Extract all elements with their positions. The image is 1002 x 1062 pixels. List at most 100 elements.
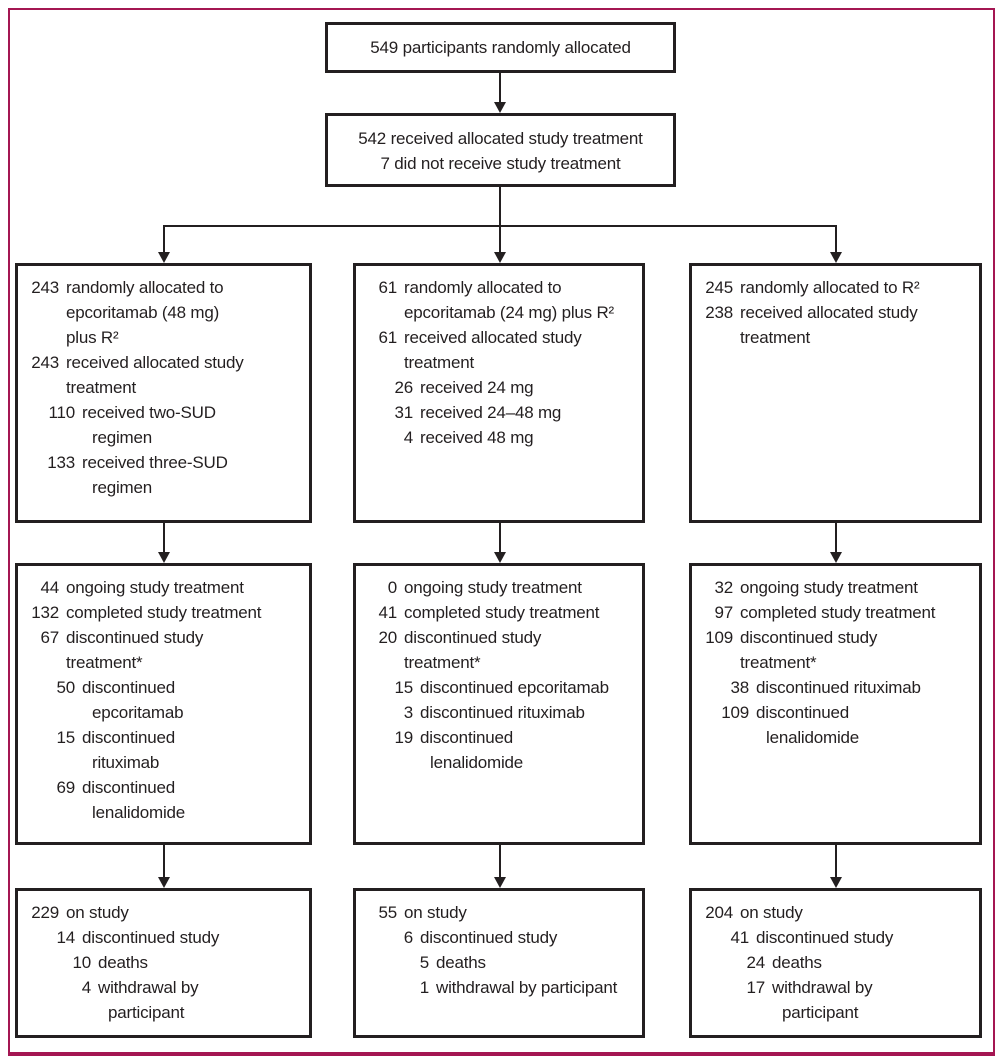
arrowhead-right-treatment (830, 552, 842, 563)
line-count: 0 (387, 578, 397, 597)
connector-right-t4-t5 (835, 845, 837, 878)
line-count: 44 (40, 578, 59, 597)
line-count: 243 (31, 353, 59, 372)
line-text: discontinued study (420, 928, 558, 947)
line-text: treatment (404, 353, 475, 372)
flow-line: treatment (30, 375, 297, 400)
connector-left-t3-t4 (163, 523, 165, 554)
line-text: received 24 mg (420, 378, 534, 397)
line-text: randomly allocated to (66, 278, 224, 297)
line-text: plus R² (66, 328, 119, 347)
line-count: 20 (378, 628, 397, 647)
line-count: 26 (394, 378, 413, 397)
line-text: participant (108, 1003, 185, 1022)
arrowhead-right-study (830, 877, 842, 888)
line-text: rituximab (92, 753, 160, 772)
line-text: on study (740, 903, 803, 922)
line-count: 243 (31, 278, 59, 297)
line-count: 132 (31, 603, 59, 622)
connector-box2-stem (499, 187, 501, 227)
line-count: 24 (746, 953, 765, 972)
flow-line: regimen (46, 475, 297, 500)
line-text: completed study treatment (66, 603, 262, 622)
line-count: 4 (81, 978, 91, 997)
flow-line: 132 completed study treatment (30, 600, 297, 625)
line-count: 6 (403, 928, 413, 947)
line-count: 69 (56, 778, 75, 797)
flow-line: treatment* (30, 650, 297, 675)
connector-drop-left (163, 225, 165, 254)
arrowhead-middle-treatment (494, 552, 506, 563)
box-received-treatment: 542 received allocated study treatment 7… (325, 113, 676, 187)
box-epcor48-allocation: 243 randomly allocated to epcoritamab (48 … (15, 263, 312, 523)
box-randomly-allocated-text: 549 participants randomly allocated (370, 38, 631, 57)
line-text: on study (404, 903, 467, 922)
flow-line: 26 received 24 mg (384, 375, 630, 400)
line-text: received allocated study (404, 328, 582, 347)
line-count: 61 (378, 328, 397, 347)
connector-box1-box2 (499, 73, 501, 103)
line-text: ongoing study treatment (740, 578, 918, 597)
line-count: 238 (705, 303, 733, 322)
line-text: discontinued (420, 728, 514, 747)
arrowhead-left-study (158, 877, 170, 888)
line-text: received 48 mg (420, 428, 534, 447)
flow-line: regimen (46, 425, 297, 450)
received-treatment-line: 542 received allocated study treatment (358, 129, 643, 148)
line-text: withdrawal by (772, 978, 873, 997)
flow-line: participant (62, 1000, 297, 1025)
flow-line: 204 on study (704, 900, 967, 925)
line-count: 110 (48, 403, 75, 422)
line-text: received allocated study (66, 353, 244, 372)
flow-line: epcoritamab (46, 700, 297, 725)
line-text: regimen (92, 428, 153, 447)
line-count: 67 (40, 628, 59, 647)
line-text: treatment* (66, 653, 143, 672)
line-count: 245 (705, 278, 733, 297)
flow-line: treatment (704, 325, 967, 350)
flow-line: treatment (368, 350, 630, 375)
connector-middle-t4-t5 (499, 845, 501, 878)
line-text: received two-SUD (82, 403, 216, 422)
flow-line: 19 discontinued (384, 725, 630, 750)
line-text: discontinued (82, 678, 176, 697)
line-count: 14 (56, 928, 75, 947)
line-text: discontinued (82, 728, 176, 747)
line-count: 19 (394, 728, 413, 747)
line-count: 41 (730, 928, 749, 947)
connector-drop-middle (499, 227, 501, 254)
line-text: deaths (436, 953, 486, 972)
line-count: 41 (378, 603, 397, 622)
line-text: on study (66, 903, 129, 922)
line-count: 61 (378, 278, 397, 297)
arrowhead-box1-box2 (494, 102, 506, 113)
line-text: received 24–48 mg (420, 403, 562, 422)
line-text: epcoritamab (48 mg) (66, 303, 220, 322)
line-text: discontinued epcoritamab (420, 678, 609, 697)
line-count: 204 (705, 903, 733, 922)
flow-line: treatment* (368, 650, 630, 675)
line-text: deaths (772, 953, 822, 972)
